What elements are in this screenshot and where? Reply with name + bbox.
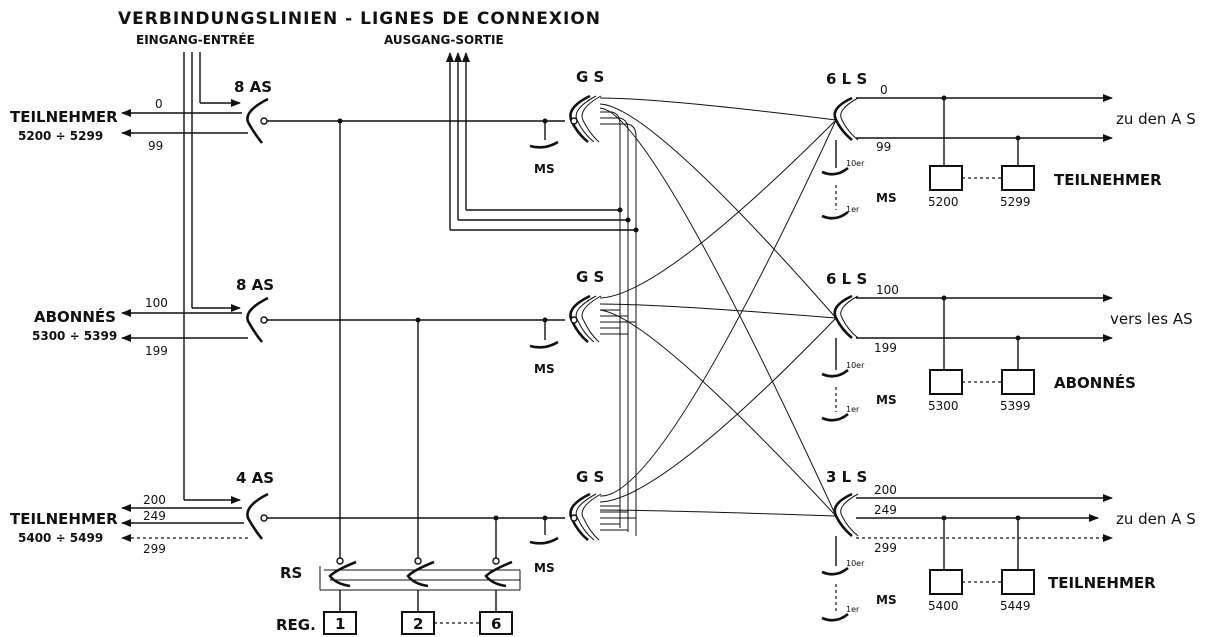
svg-text:5400: 5400 bbox=[928, 599, 959, 613]
svg-text:1: 1 bbox=[335, 615, 345, 633]
svg-text:10er: 10er bbox=[846, 361, 865, 370]
svg-text:MS: MS bbox=[876, 191, 897, 205]
ls-group-1: 6 L S 0 99 10er 1er MS 5200 5299 TEILNEH… bbox=[821, 70, 1196, 220]
gs-label: G S bbox=[576, 68, 604, 86]
ls-label: 3 L S bbox=[826, 468, 867, 486]
left-first-line: 200 bbox=[143, 493, 166, 507]
gs-ms-3: MS bbox=[529, 536, 559, 575]
gs-label: G S bbox=[576, 468, 604, 486]
left-first-line: 100 bbox=[145, 296, 168, 310]
as-selector-3: 4 AS bbox=[236, 469, 274, 540]
subscriber-group-name: TEILNEHMER bbox=[1054, 171, 1162, 189]
ms-selector-icon bbox=[529, 536, 559, 545]
ls-group-3: 3 L S 200 249 299 10er 1er MS 5400 5449 … bbox=[821, 468, 1196, 622]
gs-ms-1: MS bbox=[529, 140, 559, 176]
subscriber-box bbox=[1001, 369, 1035, 395]
rs-label: RS bbox=[280, 564, 302, 582]
subscriber-box bbox=[1001, 165, 1035, 191]
ls-label: 6 L S bbox=[826, 270, 867, 288]
as-selector-icon bbox=[246, 97, 269, 144]
subscriber-box bbox=[929, 165, 963, 191]
ls-ms-icon bbox=[821, 166, 849, 176]
gs-to-ls-crossing bbox=[599, 97, 837, 517]
register-box-1 bbox=[323, 611, 357, 635]
ms-selector-icon bbox=[529, 340, 559, 349]
as-label: 4 AS bbox=[236, 469, 274, 487]
svg-text:99: 99 bbox=[876, 140, 891, 154]
svg-text:6: 6 bbox=[491, 615, 501, 633]
subscriber-box bbox=[1001, 569, 1035, 595]
left-group-name: ABONNÉS bbox=[34, 307, 116, 326]
input-bus bbox=[183, 52, 241, 504]
svg-text:199: 199 bbox=[874, 341, 897, 355]
input-label: EINGANG-ENTRÉE bbox=[136, 32, 255, 47]
destination-label: zu den A S bbox=[1116, 510, 1196, 528]
svg-text:1er: 1er bbox=[846, 205, 860, 214]
ms-label: MS bbox=[534, 561, 555, 575]
svg-text:249: 249 bbox=[874, 503, 897, 517]
svg-text:2: 2 bbox=[413, 615, 423, 633]
svg-text:MS: MS bbox=[876, 393, 897, 407]
left-group-range: 5400 ÷ 5499 bbox=[18, 531, 103, 545]
svg-text:299: 299 bbox=[874, 541, 897, 555]
gs-label: G S bbox=[576, 268, 604, 286]
left-group-3: TEILNEHMER 5400 ÷ 5499 200 249 299 bbox=[10, 493, 248, 556]
ms-label: MS bbox=[534, 362, 555, 376]
svg-text:5399: 5399 bbox=[1000, 399, 1031, 413]
as-label: 8 AS bbox=[236, 276, 274, 294]
left-group-1: TEILNEHMER 5200 ÷ 5299 0 99 bbox=[10, 97, 248, 153]
register-box-6 bbox=[479, 611, 513, 635]
as-label: 8 AS bbox=[234, 78, 272, 96]
left-last-line: 199 bbox=[145, 344, 168, 358]
left-group-range: 5300 ÷ 5399 bbox=[32, 329, 117, 343]
svg-text:10er: 10er bbox=[846, 159, 865, 168]
as-selector-icon bbox=[246, 296, 269, 343]
destination-label: zu den A S bbox=[1116, 110, 1196, 128]
ms-label: MS bbox=[534, 162, 555, 176]
svg-text:200: 200 bbox=[874, 483, 897, 497]
as-selector-2: 8 AS bbox=[236, 276, 274, 343]
svg-text:5299: 5299 bbox=[1000, 195, 1031, 209]
registers: REG. 1 2 6 bbox=[276, 611, 513, 635]
svg-text:5200: 5200 bbox=[928, 195, 959, 209]
left-last-line: 99 bbox=[148, 139, 163, 153]
svg-text:5300: 5300 bbox=[928, 399, 959, 413]
left-group-name: TEILNEHMER bbox=[10, 510, 118, 528]
svg-text:100: 100 bbox=[876, 283, 899, 297]
ls-group-2: 6 L S 100 199 10er 1er MS 5300 5399 ABON… bbox=[821, 270, 1193, 422]
reg-label: REG. bbox=[276, 616, 316, 634]
gs-selector-3: G S bbox=[569, 468, 604, 542]
left-group-range: 5200 ÷ 5299 bbox=[18, 129, 103, 143]
left-first-line: 0 bbox=[155, 97, 163, 111]
gs-selector-2: G S bbox=[569, 268, 604, 344]
destination-label: vers les AS bbox=[1110, 310, 1193, 328]
subscriber-box bbox=[929, 369, 963, 395]
subscriber-group-name: TEILNEHMER bbox=[1048, 574, 1156, 592]
output-bus bbox=[446, 52, 639, 233]
ls-label: 6 L S bbox=[826, 70, 867, 88]
rs-selectors: RS bbox=[280, 557, 521, 612]
ms-selector-icon bbox=[529, 140, 559, 149]
left-group-name: TEILNEHMER bbox=[10, 108, 118, 126]
svg-text:10er: 10er bbox=[846, 559, 865, 568]
as-to-gs-lines bbox=[267, 118, 565, 560]
subscriber-box bbox=[929, 569, 963, 595]
gs-output-trunk bbox=[600, 111, 637, 536]
left-extra-line: 249 bbox=[143, 509, 166, 523]
left-group-2: ABONNÉS 5300 ÷ 5399 100 199 bbox=[32, 296, 248, 358]
subscriber-group-name: ABONNÉS bbox=[1054, 373, 1136, 392]
gs-ms-2: MS bbox=[529, 340, 559, 376]
svg-text:5449: 5449 bbox=[1000, 599, 1031, 613]
diagram-title: VERBINDUNGSLINIEN - LIGNES DE CONNEXION bbox=[118, 9, 601, 29]
svg-text:1er: 1er bbox=[846, 405, 860, 414]
left-last-line: 299 bbox=[143, 542, 166, 556]
gs-selector-1: G S bbox=[569, 68, 604, 144]
output-label: AUSGANG-SORTIE bbox=[384, 33, 504, 47]
as-selector-icon bbox=[246, 492, 269, 540]
svg-text:0: 0 bbox=[880, 83, 888, 97]
svg-text:1er: 1er bbox=[846, 605, 860, 614]
svg-text:MS: MS bbox=[876, 593, 897, 607]
